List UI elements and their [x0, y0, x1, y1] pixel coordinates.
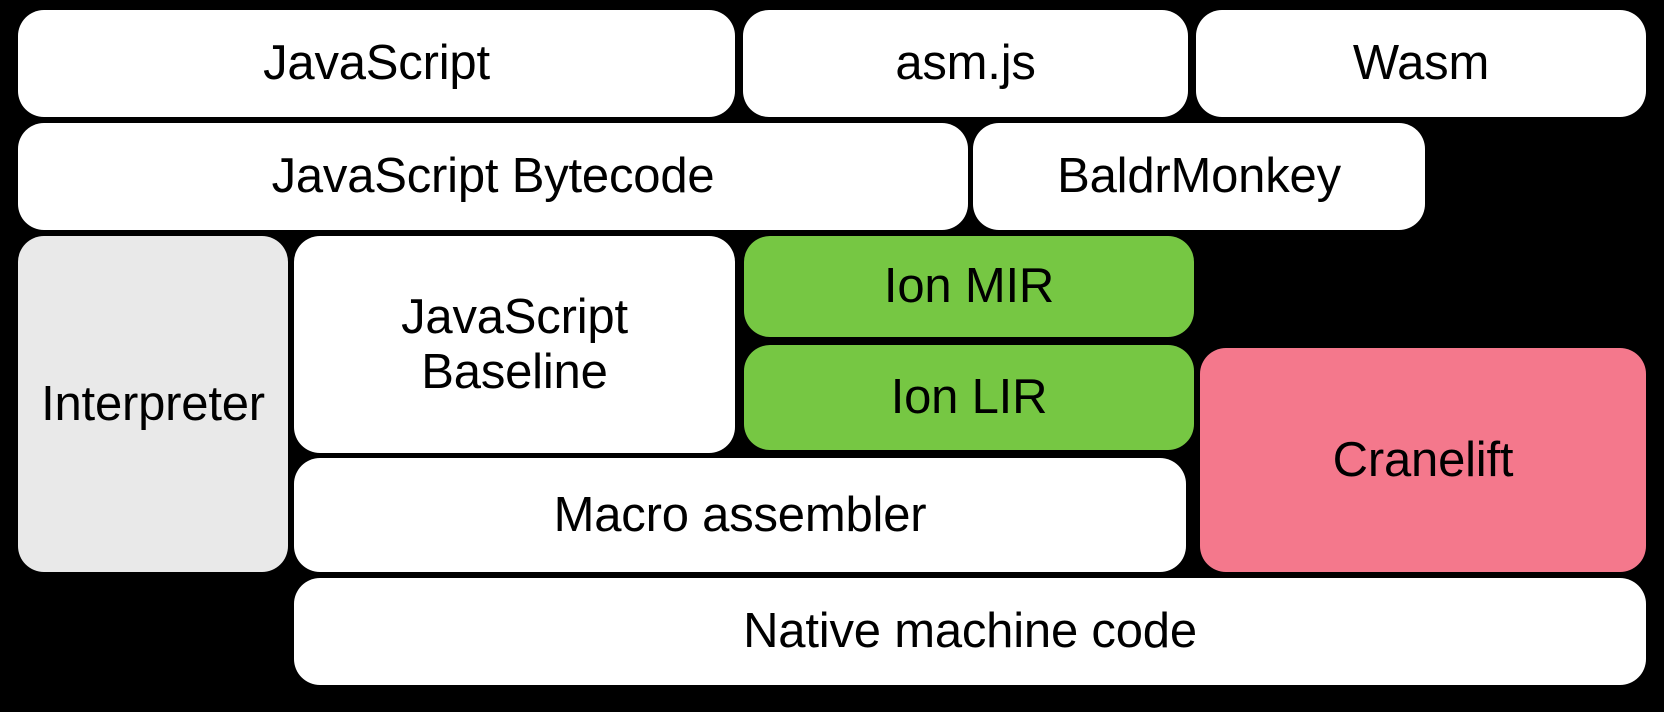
- node-javascript-bytecode: JavaScript Bytecode: [18, 123, 968, 230]
- node-javascript-baseline: JavaScript Baseline: [294, 236, 735, 453]
- node-baldrmonkey: BaldrMonkey: [973, 123, 1425, 230]
- node-ion-lir: Ion LIR: [744, 345, 1194, 450]
- node-asm-js: asm.js: [743, 10, 1188, 117]
- node-javascript: JavaScript: [18, 10, 735, 117]
- node-ion-mir: Ion MIR: [744, 236, 1194, 337]
- node-native-machine-code: Native machine code: [294, 578, 1646, 685]
- node-macro-assembler: Macro assembler: [294, 458, 1186, 572]
- node-cranelift: Cranelift: [1200, 348, 1646, 572]
- node-interpreter: Interpreter: [18, 236, 288, 572]
- node-wasm: Wasm: [1196, 10, 1646, 117]
